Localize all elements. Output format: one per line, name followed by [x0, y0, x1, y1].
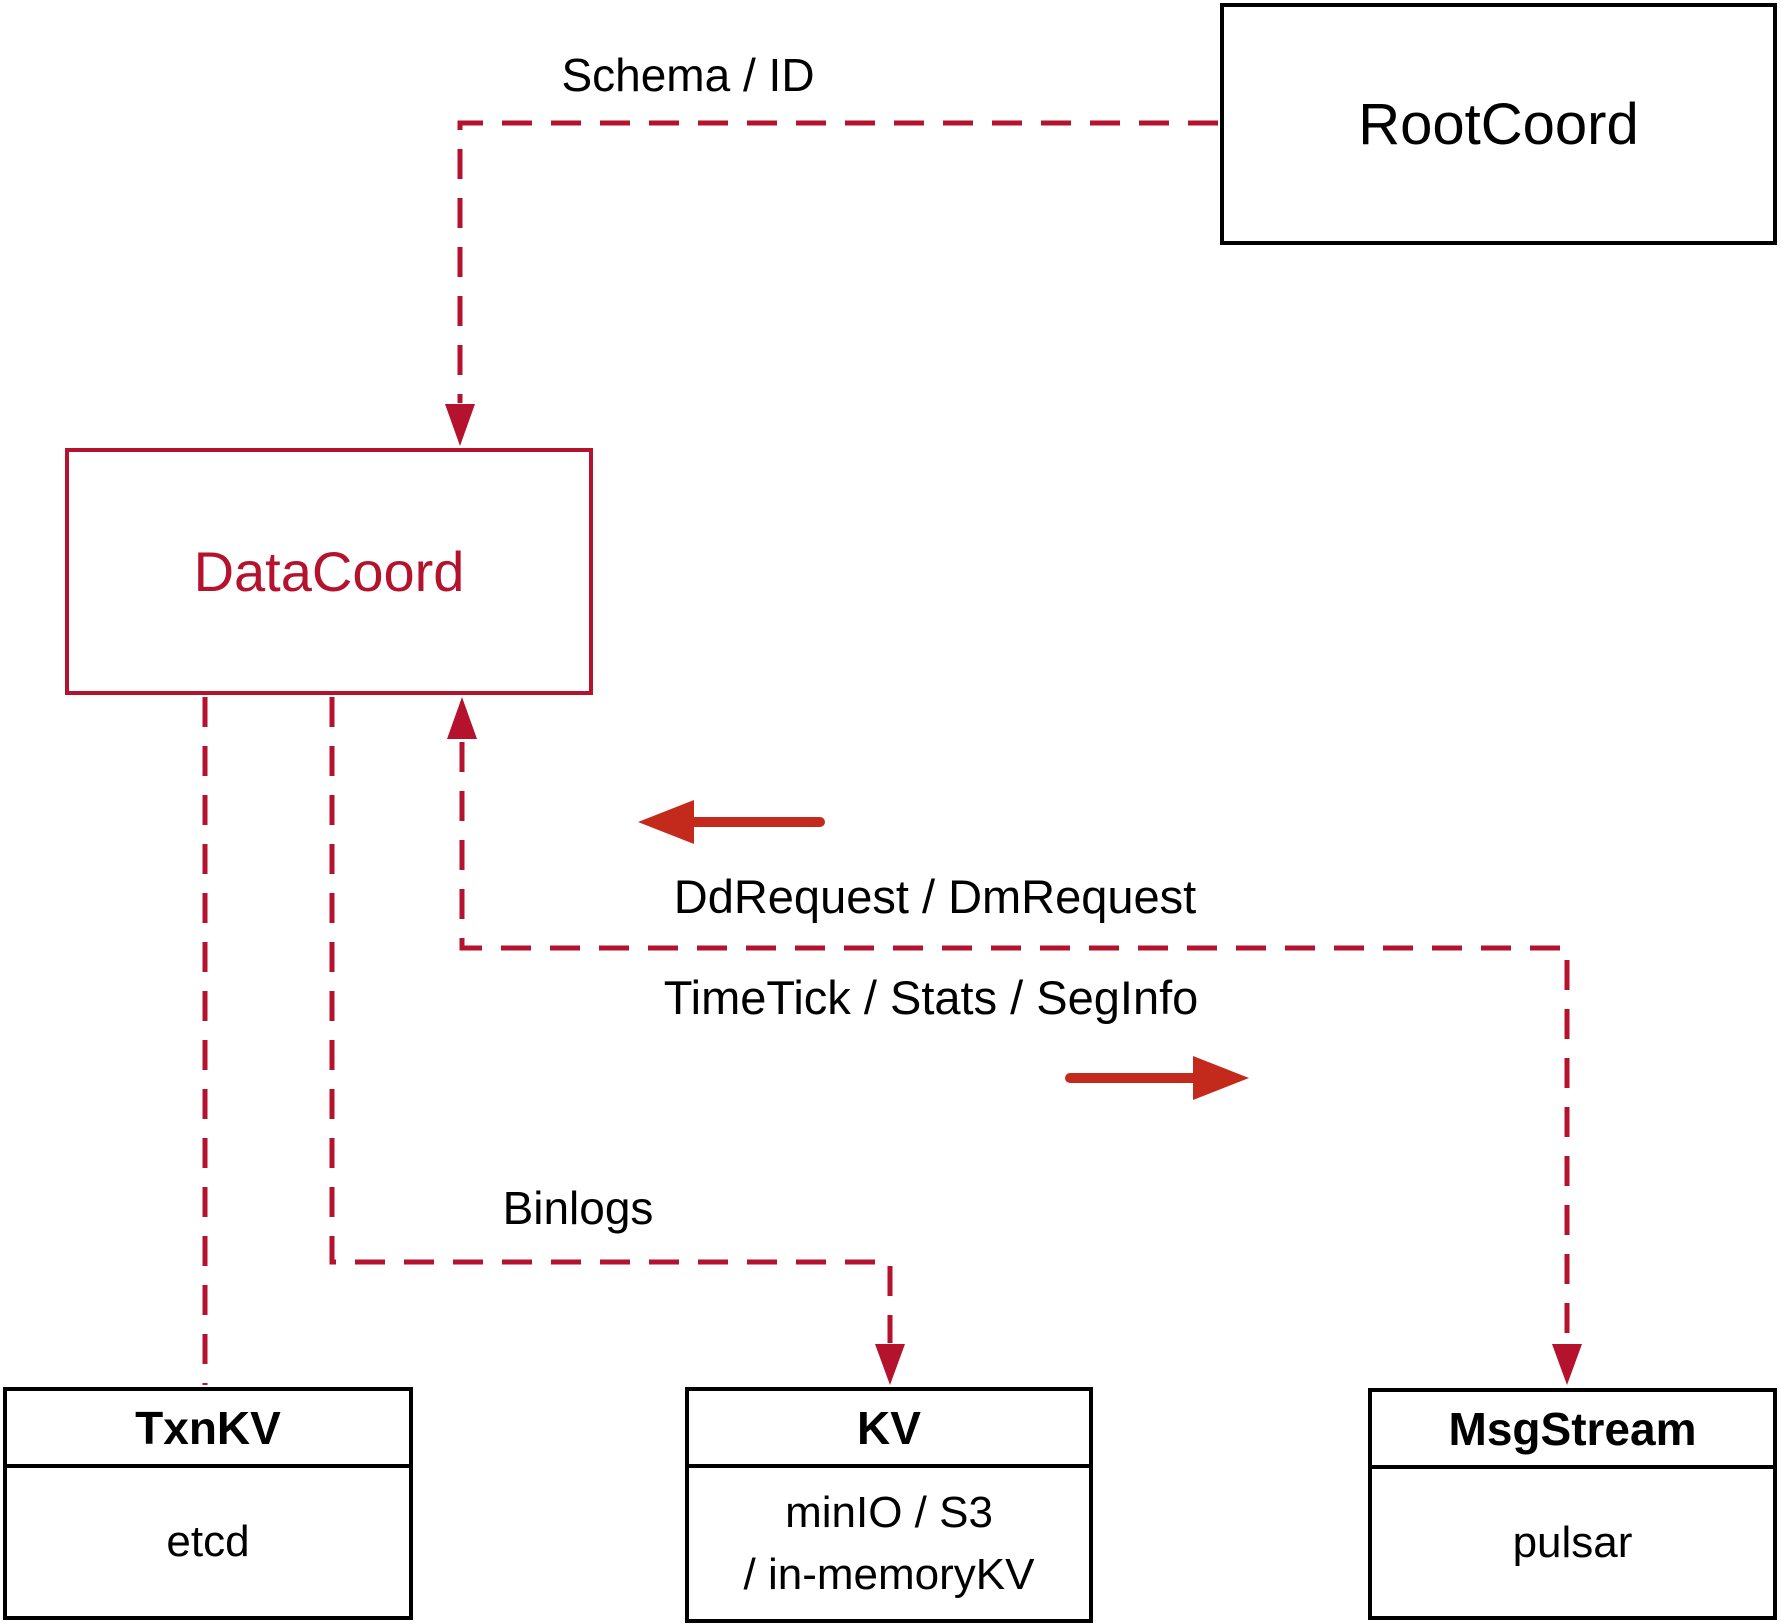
right-direction-arrow [1065, 1056, 1249, 1100]
edge-msgstream-datacoord-line [459, 742, 1570, 1343]
datacoord-label: DataCoord [193, 540, 465, 603]
txnkv-title: TxnKV [7, 1391, 409, 1468]
edge-msgstream-datacoord [447, 697, 1582, 1385]
kv-body-line1: minIO / S3 [785, 1487, 993, 1537]
edge-into-msgstream-arrowhead [1552, 1344, 1582, 1385]
edge-into-datacoord-arrowhead [447, 697, 477, 739]
txnkv-body-text: etcd [166, 1517, 250, 1566]
edge-binlogs [329, 697, 905, 1385]
msgstream-title: MsgStream [1372, 1392, 1773, 1469]
edge-schema-id-line [457, 120, 1218, 403]
rootcoord-node: RootCoord [1220, 3, 1777, 245]
edge-schema-id-arrowhead [445, 404, 475, 446]
left-direction-arrow [638, 800, 825, 844]
left-arrow-head [638, 800, 694, 844]
kv-body-line2: / in-memoryKV [743, 1549, 1035, 1599]
kv-node: KV minIO / S3 / in-memoryKV [685, 1387, 1093, 1623]
msgstream-body-text: pulsar [1512, 1517, 1633, 1567]
kv-title: KV [689, 1391, 1089, 1468]
kv-body: minIO / S3 / in-memoryKV [689, 1468, 1089, 1619]
binlogs-edge-label: Binlogs [502, 1182, 654, 1234]
rootcoord-label: RootCoord [1358, 91, 1639, 157]
datacoord-node: DataCoord [65, 448, 593, 695]
edge-schema-id [445, 120, 1218, 446]
msgstream-node: MsgStream pulsar [1368, 1388, 1777, 1620]
txnkv-body: etcd [7, 1468, 409, 1616]
msgstream-body: pulsar [1372, 1469, 1773, 1616]
timetick-stats-seginfo-edge-label: TimeTick / Stats / SegInfo [663, 971, 1199, 1024]
right-arrow-head [1193, 1056, 1249, 1100]
ddrequest-dmrequest-edge-label: DdRequest / DmRequest [673, 870, 1197, 923]
schema-id-edge-label: Schema / ID [561, 49, 815, 101]
edge-binlogs-line [329, 697, 893, 1343]
edge-binlogs-arrowhead [875, 1344, 905, 1385]
txnkv-node: TxnKV etcd [3, 1387, 413, 1620]
